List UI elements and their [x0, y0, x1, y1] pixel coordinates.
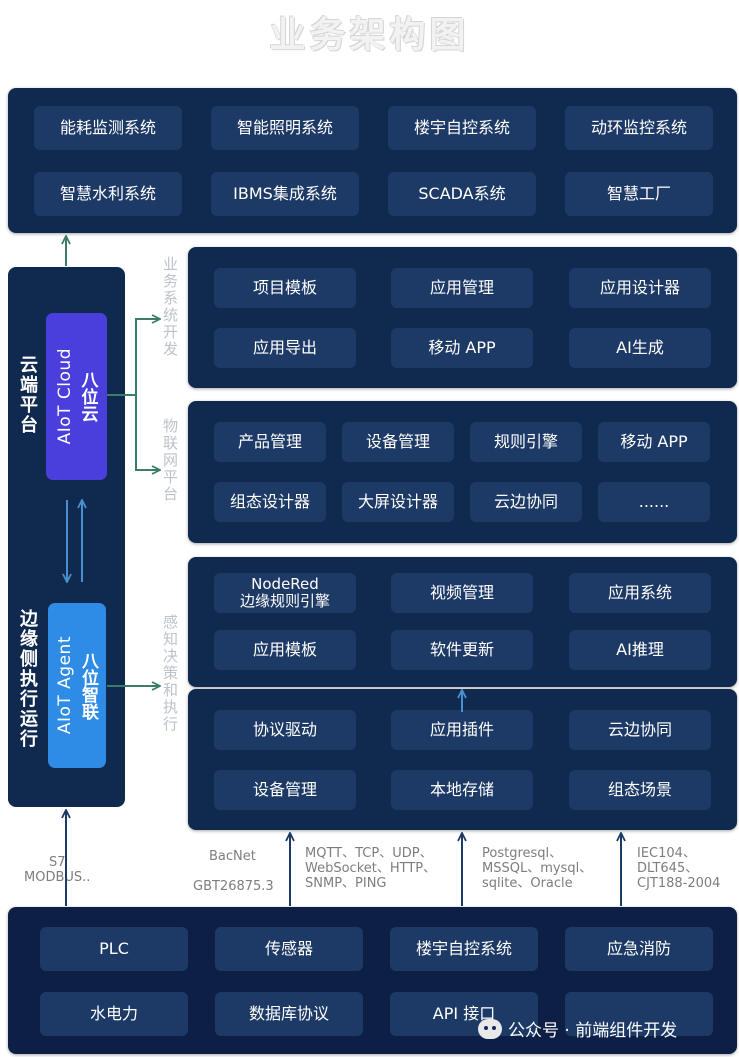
system-item[interactable]: 能耗监测系统 [34, 106, 182, 150]
edge-lower-item[interactable]: 应用插件 [391, 710, 533, 750]
biz-dev-item[interactable]: AI生成 [569, 328, 711, 368]
system-item[interactable]: 楼宇自控系统 [388, 106, 536, 150]
arrow-to-biz-dev [107, 319, 160, 396]
biz-dev-item[interactable]: 应用导出 [214, 328, 356, 368]
device-item[interactable]: PLC [40, 927, 188, 971]
edge-lower-item[interactable]: 云边协同 [569, 710, 711, 750]
device-item[interactable]: 数据库协议 [215, 992, 363, 1036]
edge-upper-item[interactable]: NodeRed 边缘规则引擎 [214, 573, 356, 613]
watermark: 公众号 · 前端组件开发 [478, 1016, 677, 1041]
edge-runtime-title: 边缘侧执行运行 [17, 609, 38, 749]
system-item[interactable]: 动环监控系统 [565, 106, 713, 150]
system-item[interactable]: 智能照明系统 [211, 106, 359, 150]
iot-item[interactable]: 移动 APP [598, 422, 710, 462]
device-item[interactable] [565, 992, 713, 1036]
iot-item[interactable]: 规则引擎 [470, 422, 582, 462]
edge-lower-item[interactable]: 组态场景 [569, 770, 711, 810]
edge-upper-item[interactable]: 软件更新 [391, 630, 533, 670]
iot-item[interactable]: 组态设计器 [214, 482, 326, 522]
iot-item[interactable]: 云边协同 [470, 482, 582, 522]
device-item[interactable]: 传感器 [215, 927, 363, 971]
device-item[interactable]: 楼宇自控系统 [390, 927, 538, 971]
protocol-label-iec: IEC104、 DLT645、 CJT188-2004 [637, 846, 721, 891]
aiot-cloud-box[interactable]: AIoT Cloud 八位云 [46, 313, 107, 480]
iot-item[interactable]: 大屏设计器 [342, 482, 454, 522]
watermark-text: 公众号 · 前端组件开发 [508, 1021, 678, 1041]
page-title: 业务架构图 [269, 15, 470, 56]
edge-lower-item[interactable]: 本地存储 [391, 770, 533, 810]
edge-upper-item[interactable]: 应用系统 [569, 573, 711, 613]
aiot-agent-box[interactable]: AIoT Agent 八位智联 [48, 603, 106, 768]
biz-dev-panel: 项目模板 应用管理 应用设计器 应用导出 移动 APP AI生成 [188, 247, 737, 388]
system-item[interactable]: IBMS集成系统 [211, 172, 359, 216]
edge-upper-item[interactable]: 应用模板 [214, 630, 356, 670]
protocol-label-mqtt: MQTT、TCP、UDP、 WebSocket、HTTP、 SNMP、PING [305, 846, 437, 891]
system-item[interactable]: 智慧工厂 [565, 172, 713, 216]
biz-dev-item[interactable]: 移动 APP [391, 328, 533, 368]
protocol-label-db: Postgresql、 MSSQL、mysql、 sqlite、Oracle [482, 846, 593, 891]
device-item[interactable]: API 接口 [390, 992, 538, 1036]
protocol-label-bacnet: BacNet [209, 849, 256, 864]
edge-lower-item[interactable]: 协议驱动 [214, 710, 356, 750]
protocol-label-s7: S7 MODBUS.. [24, 855, 91, 885]
edge-upper-item[interactable]: 视频管理 [391, 573, 533, 613]
cloud-cn-label: 八位云 [77, 371, 98, 422]
iot-item[interactable]: 产品管理 [214, 422, 326, 462]
iot-item[interactable]: ...... [598, 482, 710, 522]
iot-platform-label: 物联网平台 [161, 418, 179, 503]
edge-upper-item[interactable]: AI推理 [569, 630, 711, 670]
wechat-icon [478, 1018, 502, 1039]
iot-platform-panel: 产品管理 设备管理 规则引擎 移动 APP 组态设计器 大屏设计器 云边协同 .… [188, 401, 737, 543]
application-systems-panel: 能耗监测系统 智能照明系统 楼宇自控系统 动环监控系统 智慧水利系统 IBMS集… [8, 88, 737, 233]
device-item[interactable]: 水电力 [40, 992, 188, 1036]
edge-exec-label: 感知决策和执行 [161, 614, 179, 733]
device-item[interactable]: 应急消防 [565, 927, 713, 971]
edge-lower-item[interactable]: 设备管理 [214, 770, 356, 810]
system-item[interactable]: SCADA系统 [388, 172, 536, 216]
edge-upper-panel: NodeRed 边缘规则引擎 视频管理 应用系统 应用模板 软件更新 AI推理 [188, 557, 737, 687]
cloud-platform-title: 云端平台 [17, 355, 38, 435]
agent-cn-label: 八位智联 [78, 651, 98, 720]
arrow-to-iot [135, 395, 160, 470]
iot-item[interactable]: 设备管理 [342, 422, 454, 462]
biz-dev-item[interactable]: 项目模板 [214, 268, 356, 308]
protocol-label-gbt: GBT26875.3 [193, 879, 274, 894]
biz-dev-item[interactable]: 应用管理 [391, 268, 533, 308]
biz-dev-item[interactable]: 应用设计器 [569, 268, 711, 308]
device-layer-panel: PLC 传感器 楼宇自控系统 应急消防 水电力 数据库协议 API 接口 [8, 907, 737, 1054]
biz-dev-label: 业务系统开发 [161, 256, 179, 358]
edge-lower-panel: 协议驱动 应用插件 云边协同 设备管理 本地存储 组态场景 [188, 689, 737, 830]
system-item[interactable]: 智慧水利系统 [34, 172, 182, 216]
